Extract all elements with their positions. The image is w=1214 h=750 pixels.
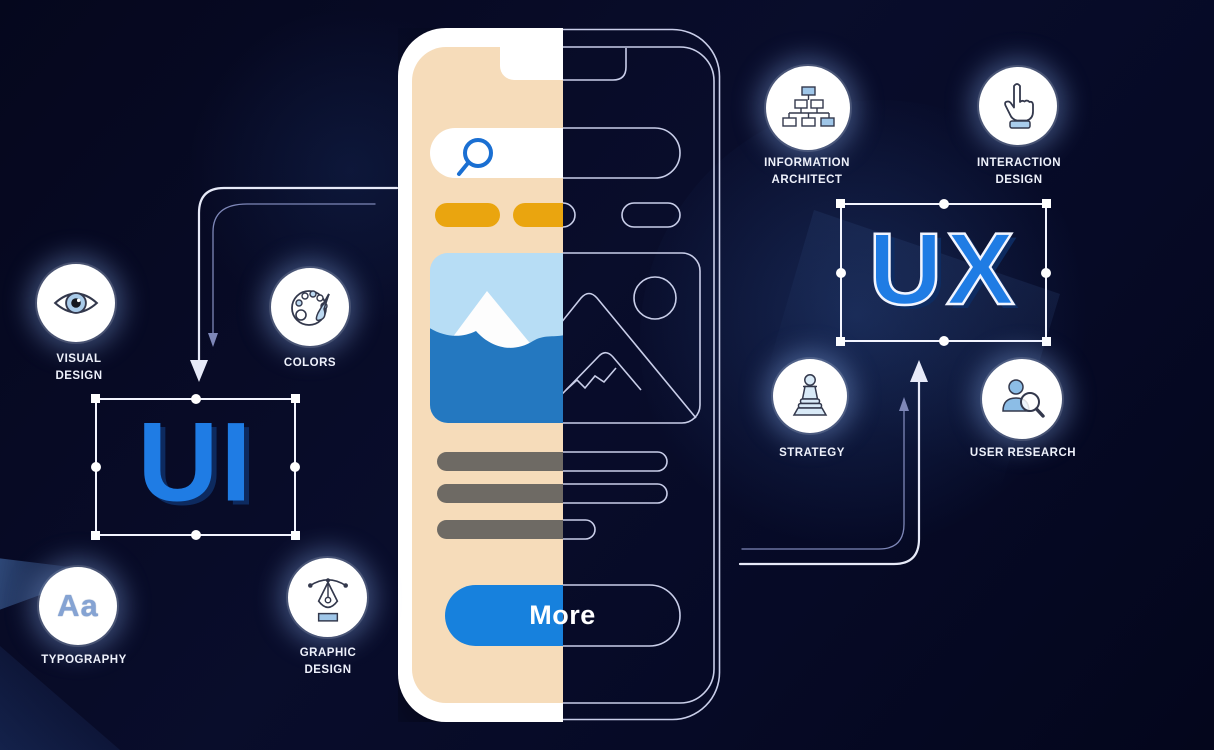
wireframe-notch-outline xyxy=(563,48,627,81)
visual-design-badge xyxy=(37,264,115,342)
hand-pointer-icon xyxy=(1004,83,1034,129)
selection-handle[interactable] xyxy=(291,394,300,403)
wireframe-chip xyxy=(621,202,681,228)
more-button[interactable] xyxy=(445,585,563,646)
arrow-to-ui-outer xyxy=(197,186,399,364)
interaction-design-label: INTERACTION DESIGN xyxy=(976,157,1062,187)
palette-icon xyxy=(291,290,330,326)
information-architect-badge xyxy=(766,66,850,150)
pen-tool-icon xyxy=(307,577,348,622)
user-research-badge xyxy=(982,359,1062,439)
user-magnifier-icon xyxy=(1002,379,1045,418)
selection-handle[interactable] xyxy=(190,394,201,404)
arrow-to-ux-inner xyxy=(741,409,905,550)
wireframe-text-bar xyxy=(563,519,596,540)
wireframe-mountain xyxy=(563,351,642,395)
selection-handle[interactable] xyxy=(91,531,100,540)
selection-handle[interactable] xyxy=(1042,337,1051,346)
user-research-label: USER RESEARCH xyxy=(969,447,1077,459)
ux-selection-frame[interactable]: UX xyxy=(836,199,1051,346)
selection-handle[interactable] xyxy=(291,531,300,540)
ui-headline: UI xyxy=(137,399,254,525)
wireframe-more-button xyxy=(563,584,681,647)
arrowhead-down-icon xyxy=(190,360,208,382)
eye-icon xyxy=(53,292,99,314)
ux-headline: UX xyxy=(867,211,1019,326)
strategy-label: STRATEGY xyxy=(779,447,845,459)
wireframe-phone-outline xyxy=(563,28,721,721)
selection-handle[interactable] xyxy=(290,462,300,472)
selection-handle[interactable] xyxy=(1042,199,1051,208)
graphic-design-label: GRAPHIC DESIGN xyxy=(299,647,357,677)
colors-label: COLORS xyxy=(283,357,337,369)
selection-handle[interactable] xyxy=(190,530,201,540)
phone-notch xyxy=(500,47,563,80)
flowchart-icon xyxy=(782,86,835,127)
tag-chip[interactable] xyxy=(435,203,500,227)
text-bar xyxy=(437,520,563,539)
image-card[interactable] xyxy=(430,253,563,423)
wireframe-chip xyxy=(563,202,576,228)
chess-pawn-icon xyxy=(792,374,828,416)
phone-wireframe-half xyxy=(563,28,728,722)
text-bar xyxy=(437,452,563,471)
wireframe-mountain xyxy=(563,292,697,419)
visual-design-label: VISUAL DESIGN xyxy=(55,353,103,383)
arrow-to-ux-outer xyxy=(738,378,921,566)
arrow-to-ui-inner xyxy=(212,203,376,335)
wireframe-text-bar xyxy=(563,451,668,472)
wireframe-screen-outline xyxy=(563,46,715,704)
phone-wireframe xyxy=(563,28,721,721)
selection-handle[interactable] xyxy=(938,199,949,209)
text-bar xyxy=(437,484,563,503)
selection-handle[interactable] xyxy=(1041,267,1051,278)
selection-handle[interactable] xyxy=(91,462,101,472)
colors-badge xyxy=(271,268,349,346)
information-architect-label: INFORMATION ARCHITECT xyxy=(764,157,850,187)
phone-filled-half xyxy=(398,28,563,722)
typography-label: TYPOGRAPHY xyxy=(41,654,127,666)
search-bar[interactable] xyxy=(430,128,563,178)
typography-icon: Aa xyxy=(57,588,99,623)
arrowhead-down-icon xyxy=(208,333,218,347)
search-icon xyxy=(457,138,493,176)
interaction-design-badge xyxy=(979,67,1057,145)
wireframe-search-bar xyxy=(563,127,681,179)
mountain-photo-graphic xyxy=(430,253,563,423)
tag-chip[interactable] xyxy=(513,203,563,227)
wireframe-sun-icon xyxy=(633,276,677,320)
selection-handle[interactable] xyxy=(836,337,845,346)
graphic-design-badge xyxy=(288,558,367,637)
ui-selection-frame[interactable]: UI xyxy=(91,394,300,540)
arrowhead-up-icon xyxy=(899,397,909,411)
more-button-label[interactable]: More xyxy=(529,600,596,630)
strategy-badge xyxy=(773,359,847,433)
typography-badge: Aa xyxy=(39,567,117,645)
selection-handle[interactable] xyxy=(836,199,845,208)
wireframe-image-card xyxy=(563,252,701,424)
wireframe-snowline xyxy=(565,367,617,391)
arrowhead-up-icon xyxy=(910,360,928,382)
phone-mockup: More xyxy=(398,28,728,722)
selection-handle[interactable] xyxy=(91,394,100,403)
selection-handle[interactable] xyxy=(836,267,846,278)
wireframe-text-bar xyxy=(563,483,668,504)
selection-handle[interactable] xyxy=(938,336,949,346)
